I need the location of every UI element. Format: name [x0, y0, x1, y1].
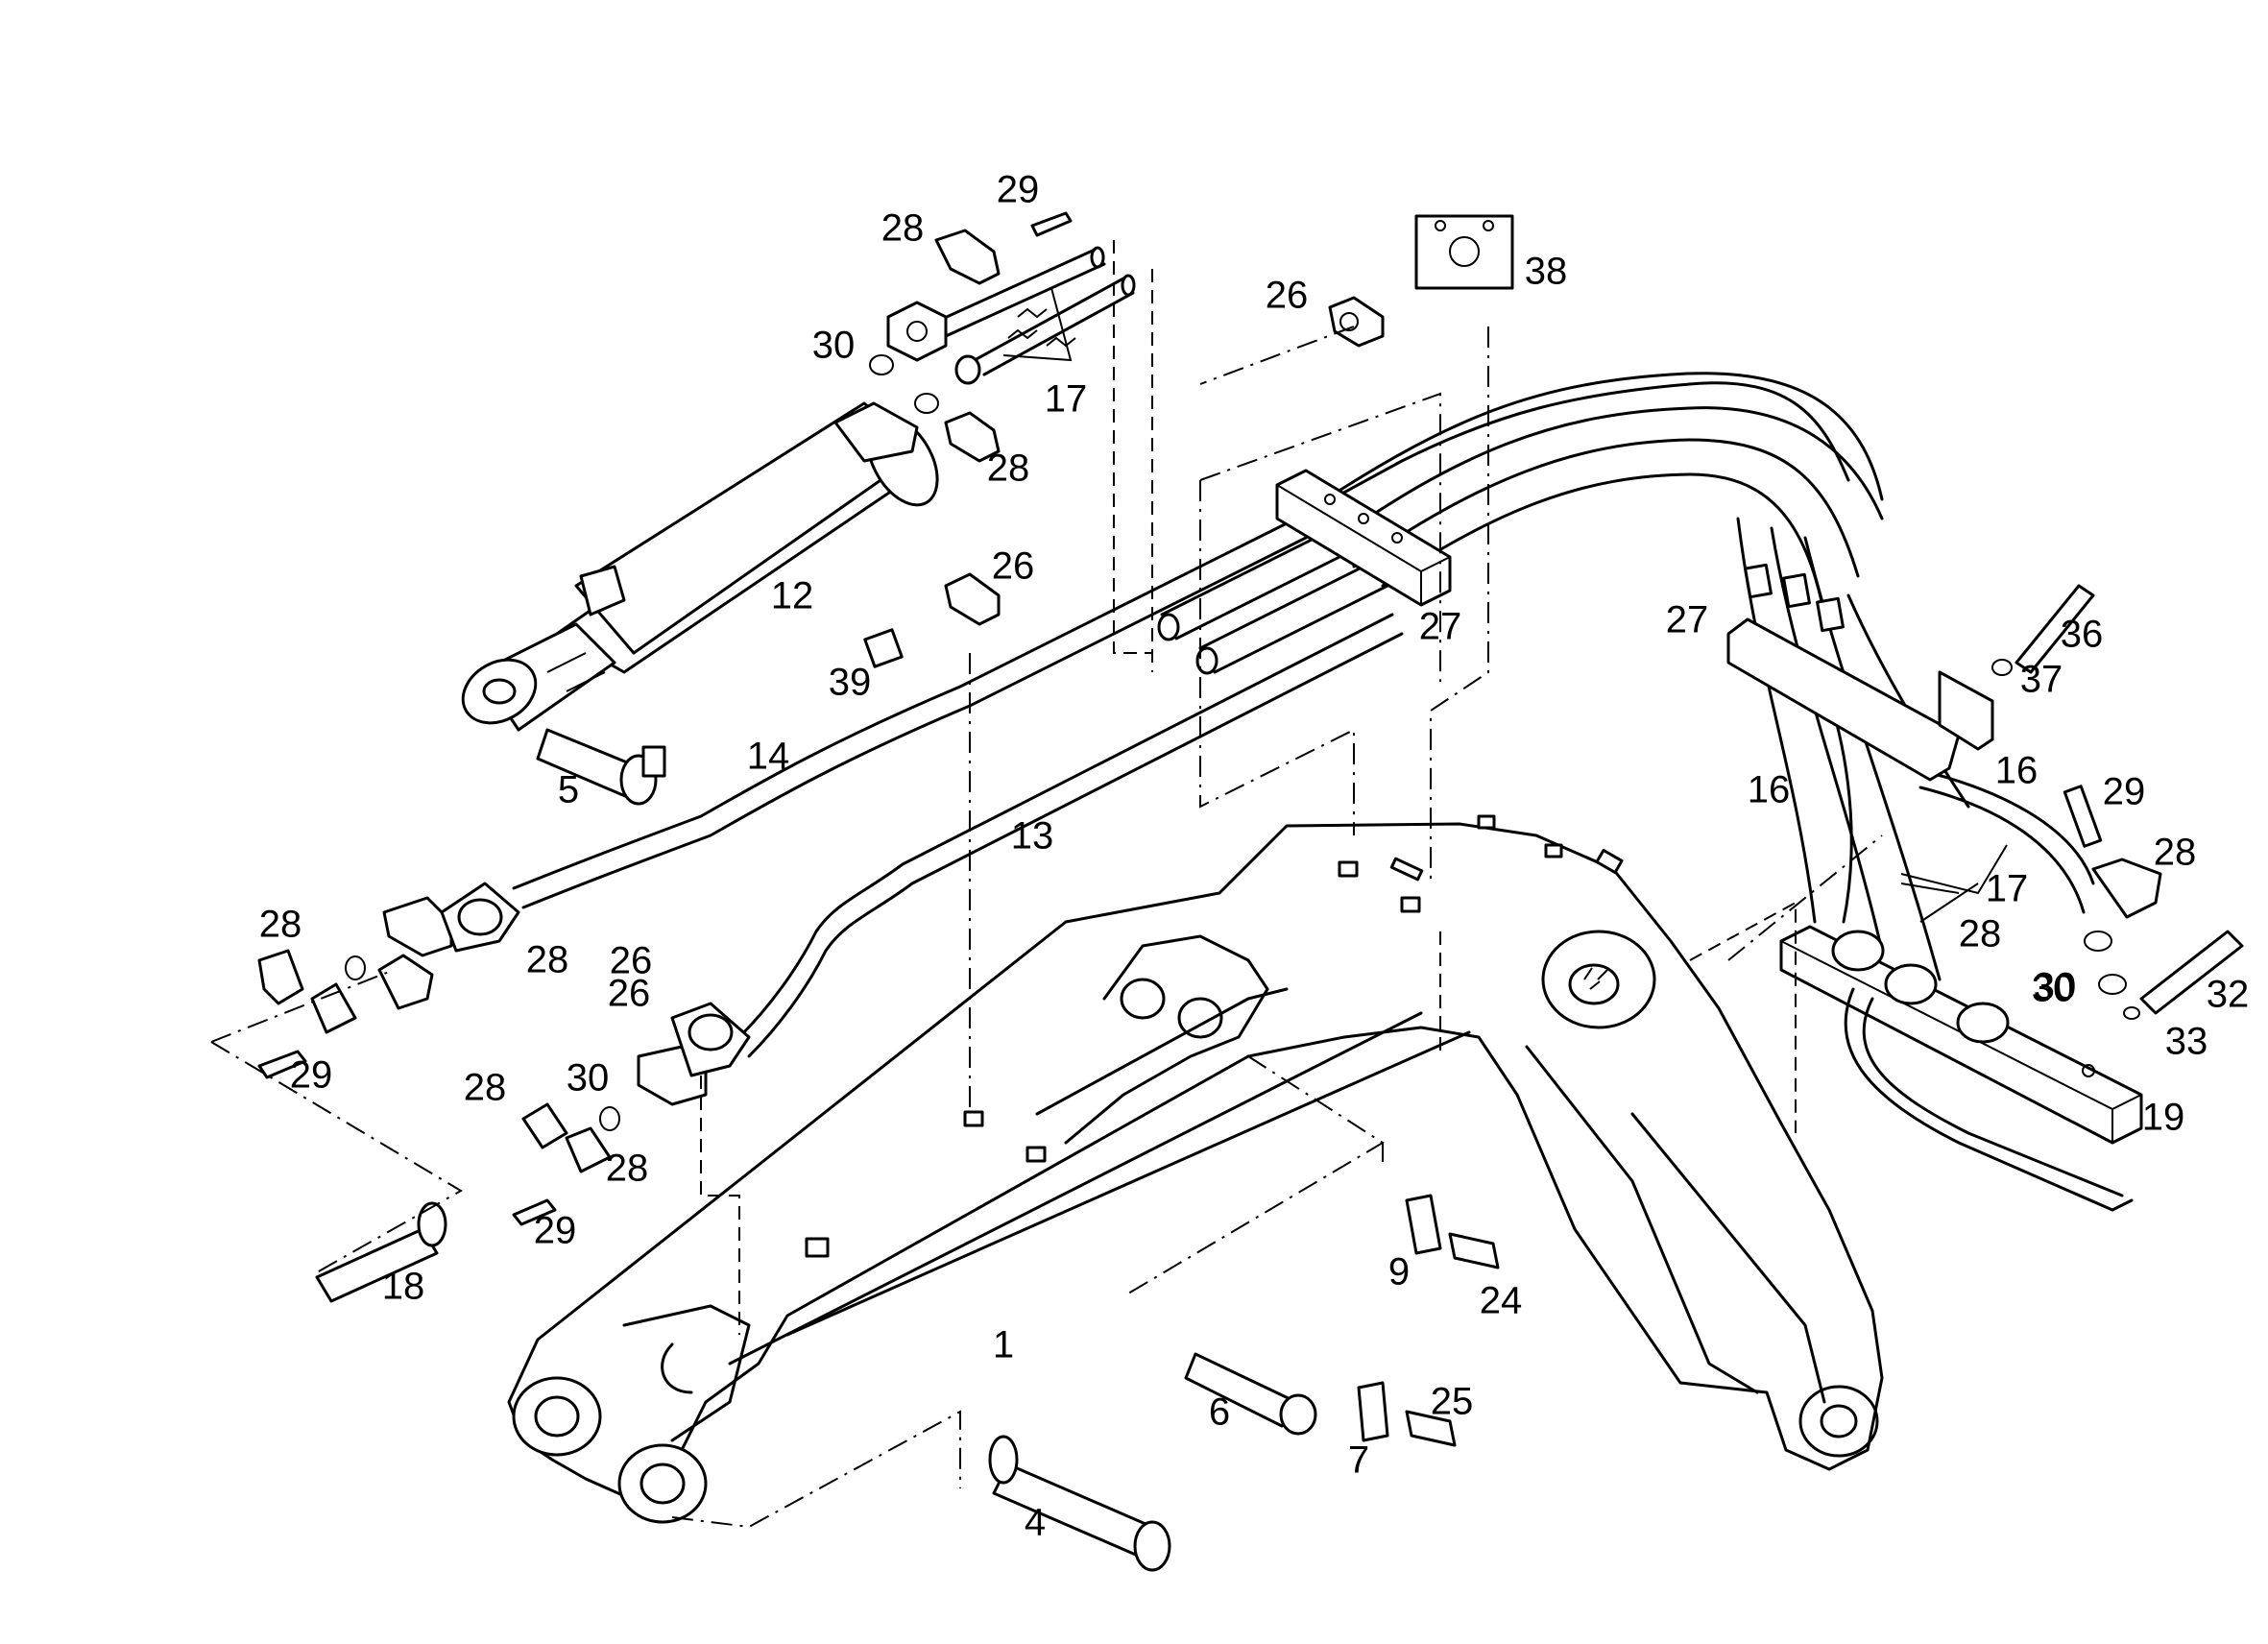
- callout-label: 24: [1480, 1280, 1523, 1322]
- callout-label: 12: [771, 575, 814, 617]
- callout-label: 38: [1525, 251, 1568, 293]
- callout-label: 27: [1666, 599, 1709, 641]
- callout-label: 30: [2034, 966, 2077, 1008]
- callout-label: 29: [997, 169, 1040, 211]
- callout-label: 4: [1025, 1502, 1046, 1544]
- pin-5: [536, 728, 666, 806]
- callout-label: 36: [2061, 614, 2104, 656]
- callout-label: 19: [2142, 1097, 2185, 1139]
- callout-label: 26: [608, 973, 651, 1015]
- callout-label: 13: [1011, 815, 1054, 858]
- callout-label: 7: [1348, 1439, 1369, 1482]
- callout-label: 30: [812, 325, 856, 367]
- callout-label: 30: [567, 1057, 610, 1100]
- callout-label: 1: [993, 1324, 1014, 1366]
- callout-label: 9: [1388, 1251, 1410, 1293]
- callout-label: 25: [1431, 1381, 1474, 1423]
- callout-label: 29: [2103, 771, 2146, 813]
- callout-label: 28: [987, 447, 1030, 490]
- callout-label: 32: [2207, 974, 2250, 1016]
- callout-label: 16: [1748, 769, 1791, 811]
- callout-label: 28: [259, 904, 302, 946]
- boom: [507, 814, 1884, 1524]
- callout-label: 28: [1959, 913, 2002, 955]
- fittings: [257, 211, 2244, 1572]
- control-block: [1779, 925, 2143, 1212]
- leader-lines: [210, 240, 2008, 1529]
- callout-label: 28: [881, 207, 925, 250]
- callout-label: 29: [290, 1054, 333, 1097]
- callout-label: 18: [382, 1266, 425, 1308]
- cylinder: [461, 401, 939, 732]
- callout-label: 27: [1419, 606, 1462, 648]
- callout-label: 17: [1045, 378, 1088, 421]
- callout-label: 16: [1995, 750, 2039, 792]
- callout-label: 17: [1986, 868, 2029, 910]
- callout-label: 26: [610, 940, 653, 982]
- callout-label: 28: [2154, 832, 2197, 874]
- callout-label: 6: [1209, 1391, 1230, 1434]
- callout-label: 26: [1266, 275, 1309, 317]
- callout-label: 37: [2020, 659, 2063, 701]
- callout-label: 39: [829, 662, 872, 704]
- callout-label: 33: [2165, 1021, 2208, 1063]
- callout-label: 5: [558, 769, 579, 811]
- callout-label: 29: [534, 1210, 577, 1252]
- callout-label: 26: [992, 545, 1035, 588]
- callout-label: 28: [464, 1067, 507, 1109]
- callout-label: 14: [747, 736, 790, 778]
- pipes-top: [886, 246, 1136, 385]
- callout-label: 30: [2032, 968, 2075, 1010]
- callout-label: 28: [526, 939, 569, 981]
- callout-label: 28: [606, 1148, 649, 1190]
